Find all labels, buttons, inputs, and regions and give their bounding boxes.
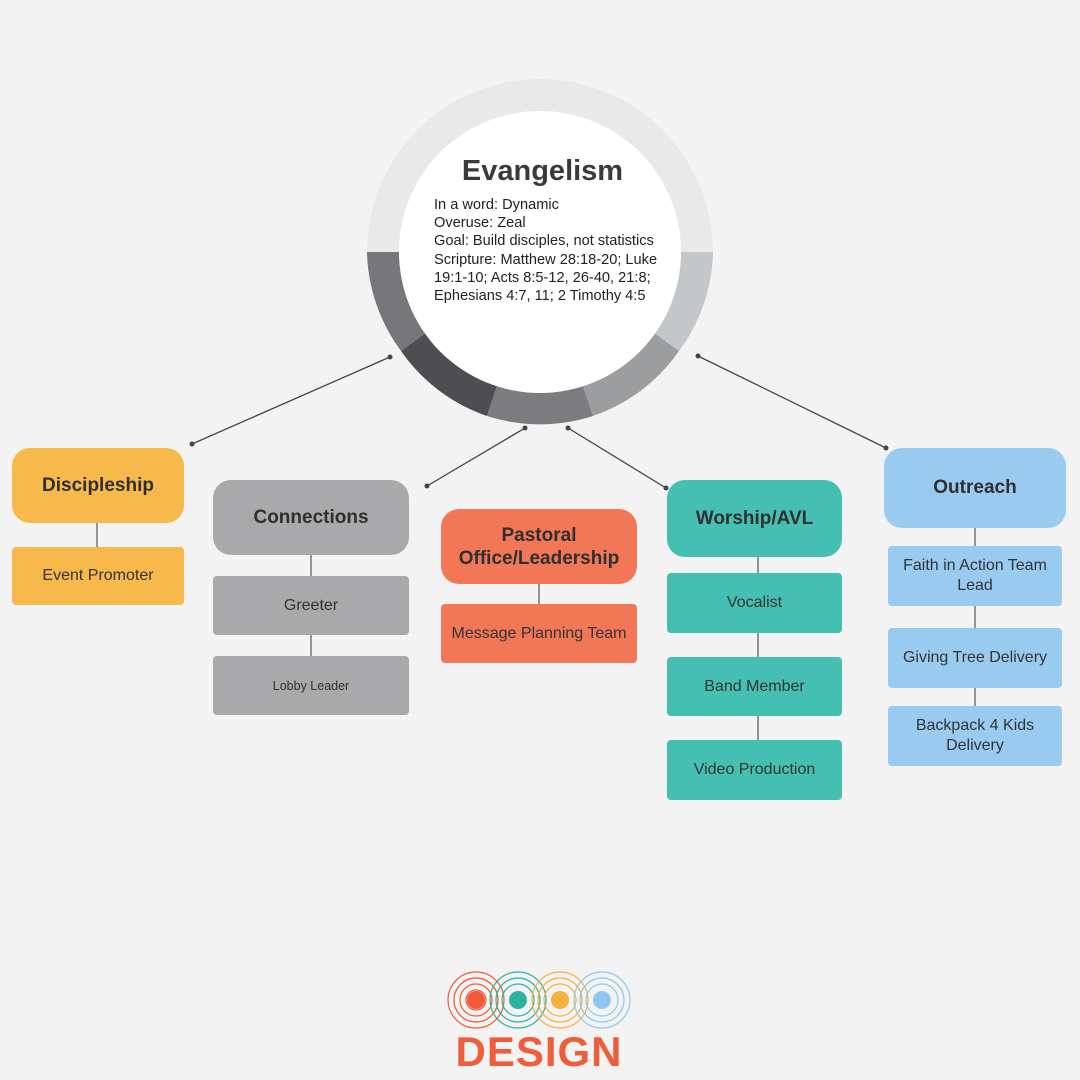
- connector-discipleship: [191, 356, 391, 445]
- center-line-overuse: Overuse: Zeal: [434, 215, 526, 232]
- item-greeter: Greeter: [213, 576, 409, 635]
- center-text-block: Evangelism In a word: Dynamic Overuse: Z…: [434, 155, 659, 305]
- connector-lines: [191, 355, 887, 489]
- connector-connections: [426, 427, 526, 487]
- connector-dots: [189, 353, 889, 491]
- item-lobby-leader: Lobby Leader: [213, 656, 409, 715]
- center-title: Evangelism: [461, 155, 624, 187]
- item-band-member: Band Member: [667, 657, 842, 716]
- header-discipleship: Discipleship: [12, 448, 184, 523]
- header-pastoral-leadership: Pastoral Office/Leadership: [441, 509, 637, 584]
- item-giving-tree-delivery: Giving Tree Delivery: [888, 628, 1062, 688]
- header-outreach: Outreach: [884, 448, 1066, 528]
- connector-outreach: [697, 355, 887, 449]
- center-line-scripture: Scripture: Matthew 28:18-20; Luke 19:1-1…: [434, 251, 658, 305]
- design-logo-text: DESIGN: [455, 1028, 623, 1075]
- header-worship-avl: Worship/AVL: [667, 480, 842, 557]
- connector-worship: [567, 427, 667, 489]
- item-event-promoter: Event Promoter: [12, 547, 184, 605]
- center-description: In a word: Dynamic Overuse: Zeal Goal: B…: [434, 196, 659, 305]
- item-faith-in-action-team-lead: Faith in Action Team Lead: [888, 546, 1062, 606]
- center-line-word: In a word: Dynamic: [434, 197, 559, 213]
- design-logo-icon: [447, 971, 631, 1029]
- item-vocalist: Vocalist: [667, 573, 842, 633]
- item-backpack-4-kids-delivery: Backpack 4 Kids Delivery: [888, 706, 1062, 766]
- item-video-production: Video Production: [667, 740, 842, 800]
- header-connections: Connections: [213, 480, 409, 555]
- center-line-goal: Goal: Build disciples, not statistics: [434, 233, 654, 250]
- column-connectors: [96, 523, 976, 740]
- evangelism-ring: [367, 79, 713, 425]
- item-message-planning-team: Message Planning Team: [441, 604, 637, 663]
